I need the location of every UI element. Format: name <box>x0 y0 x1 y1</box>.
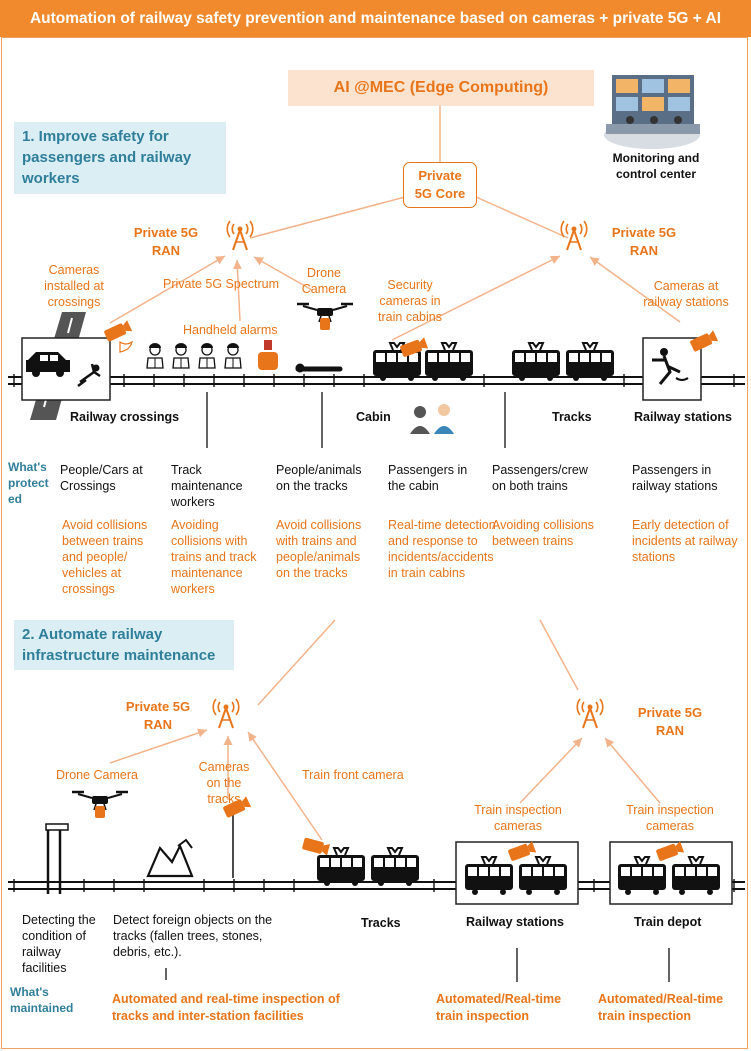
result-stations: Automated/Real-time train inspection <box>436 992 562 1023</box>
loc-depot: Train depot <box>634 915 702 929</box>
benefit-2: Avoiding collisions with trains and trac… <box>171 518 257 596</box>
core-line-2: 5G Core <box>414 186 466 201</box>
label-insp-cam-2: Train inspection cameras <box>626 803 714 833</box>
protected-4: Passengers in the cabin <box>388 463 468 493</box>
page-title: Automation of railway safety prevention … <box>0 0 751 37</box>
label-cams-stations: Cameras at railway stations <box>643 279 729 309</box>
loc-tracks-top: Tracks <box>552 410 592 424</box>
benefit-6: Early detection of incidents at railway … <box>632 518 738 564</box>
benefit-5: Avoiding collisions between trains <box>492 518 594 548</box>
detect-condition: Detecting the condition of railway facil… <box>22 913 96 975</box>
loc-stations-bottom: Railway stations <box>466 915 564 929</box>
section-1-heading: 1. Improve safety for passengers and rai… <box>14 122 226 194</box>
benefit-3: Avoid collisions with trains and people/… <box>276 518 362 580</box>
mec-box: AI @MEC (Edge Computing) <box>288 70 594 106</box>
label-spectrum: Private 5G Spectrum <box>163 277 280 291</box>
benefit-4: Real-time detection and response to inci… <box>388 518 496 580</box>
loc-cabin: Cabin <box>356 410 391 424</box>
ran-label-top-right: Private 5G RAN <box>611 225 677 258</box>
diagram-frame <box>1 37 748 1049</box>
result-tracks: Automated and real-time inspection of tr… <box>112 992 340 1023</box>
ran-label-bottom-right: Private 5G RAN <box>637 705 703 738</box>
detect-objects: Detect foreign objects on the tracks (fa… <box>113 913 273 959</box>
result-depot: Automated/Real-time train inspection <box>598 992 724 1023</box>
label-cams-crossings: Cameras installed at crossings <box>44 263 104 309</box>
label-cams-tracks: Cameras on the tracks <box>198 760 250 806</box>
label-drone-bottom: Drone Camera <box>56 768 138 782</box>
loc-stations-top: Railway stations <box>634 410 732 424</box>
ran-label-bottom-left: Private 5G RAN <box>125 699 191 732</box>
loc-tracks-bottom: Tracks <box>361 916 401 930</box>
benefit-1: Avoid collisions between trains and peop… <box>62 518 148 596</box>
section-2-heading: 2. Automate railway infrastructure maint… <box>14 620 234 670</box>
protected-3: People/animals on the tracks <box>276 463 362 493</box>
label-insp-cam-1: Train inspection cameras <box>474 803 562 833</box>
ran-label-top-left: Private 5G RAN <box>133 225 199 258</box>
private-5g-core: Private 5G Core <box>403 162 477 208</box>
protected-5: Passengers/crew on both trains <box>492 463 588 493</box>
label-handheld: Handheld alarms <box>183 323 278 337</box>
protected-1: People/Cars at Crossings <box>60 463 143 493</box>
label-whats-protected: What's protect ed <box>8 460 49 506</box>
protected-2: Track maintenance workers <box>171 463 243 509</box>
label-drone-top: Drone Camera <box>301 266 347 296</box>
label-front-cam: Train front camera <box>302 768 404 782</box>
protected-6: Passengers in railway stations <box>632 463 718 493</box>
control-center-label: Monitoring and control center <box>612 151 700 181</box>
core-line-1: Private <box>418 168 462 183</box>
loc-crossings: Railway crossings <box>70 410 180 424</box>
label-security: Security cameras in train cabins <box>378 278 442 324</box>
label-whats-maintained: What's maintained <box>10 985 74 1015</box>
